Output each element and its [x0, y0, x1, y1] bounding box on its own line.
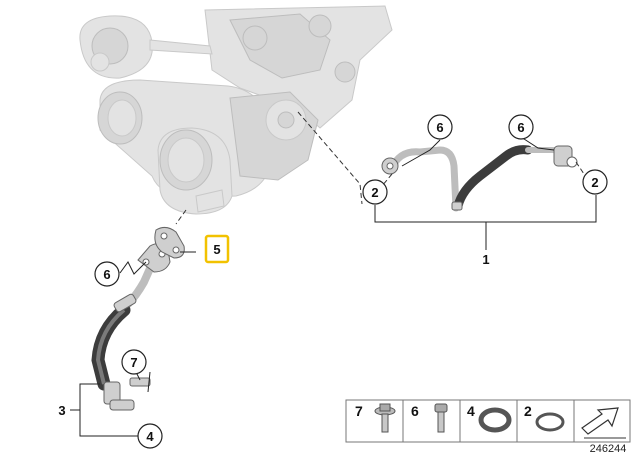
legend-number: 2 — [524, 403, 532, 419]
oil-feed-line[interactable] — [381, 145, 578, 212]
callout-5-highlighted[interactable]: 5 — [204, 234, 230, 264]
callout-number: 6 — [517, 120, 524, 135]
diagram-number: 246244 — [590, 443, 627, 455]
bolt-with-washer-icon — [374, 403, 396, 433]
callout-6-return[interactable]: 6 — [94, 261, 120, 287]
callout-number: 5 — [213, 242, 220, 257]
callout-number: 7 — [130, 355, 137, 370]
callout-2-right[interactable]: 2 — [582, 169, 608, 195]
callout-number: 2 — [591, 175, 598, 190]
oil-return-line[interactable] — [91, 226, 185, 411]
assembly-dash-lines — [175, 111, 585, 225]
legend-number: 4 — [467, 403, 475, 419]
callout-number: 6 — [103, 267, 110, 282]
callout-number: 2 — [371, 185, 378, 200]
callout-6-feed-left[interactable]: 6 — [427, 114, 453, 140]
wrench-arrow-icon[interactable] — [581, 407, 626, 439]
callout-7[interactable]: 7 — [121, 349, 147, 375]
callout-number: 3 — [58, 403, 65, 418]
legend-item-7[interactable]: 7 — [355, 403, 396, 433]
turbocharger-ghost — [79, 5, 393, 215]
legend-item-4[interactable]: 4 — [467, 403, 512, 433]
sealing-ring-icon — [535, 412, 565, 432]
callout-number: 1 — [482, 252, 489, 267]
callout-3[interactable]: 3 — [58, 403, 65, 418]
callout-1[interactable]: 1 — [482, 252, 489, 267]
callout-6-feed-right[interactable]: 6 — [508, 114, 534, 140]
legend-number: 7 — [355, 403, 363, 419]
legend-item-6[interactable]: 6 — [411, 403, 448, 433]
legend-number: 6 — [411, 403, 419, 419]
callout-number: 4 — [146, 429, 154, 444]
hardware-legend: 7 6 4 2 — [345, 399, 631, 443]
legend-item-2[interactable]: 2 — [524, 403, 565, 432]
leader-lines — [70, 136, 597, 437]
o-ring-icon — [478, 407, 512, 433]
callout-4[interactable]: 4 — [137, 423, 163, 449]
hex-socket-bolt-icon — [434, 403, 448, 433]
callout-number: 6 — [436, 120, 443, 135]
callout-2-left[interactable]: 2 — [362, 179, 388, 205]
